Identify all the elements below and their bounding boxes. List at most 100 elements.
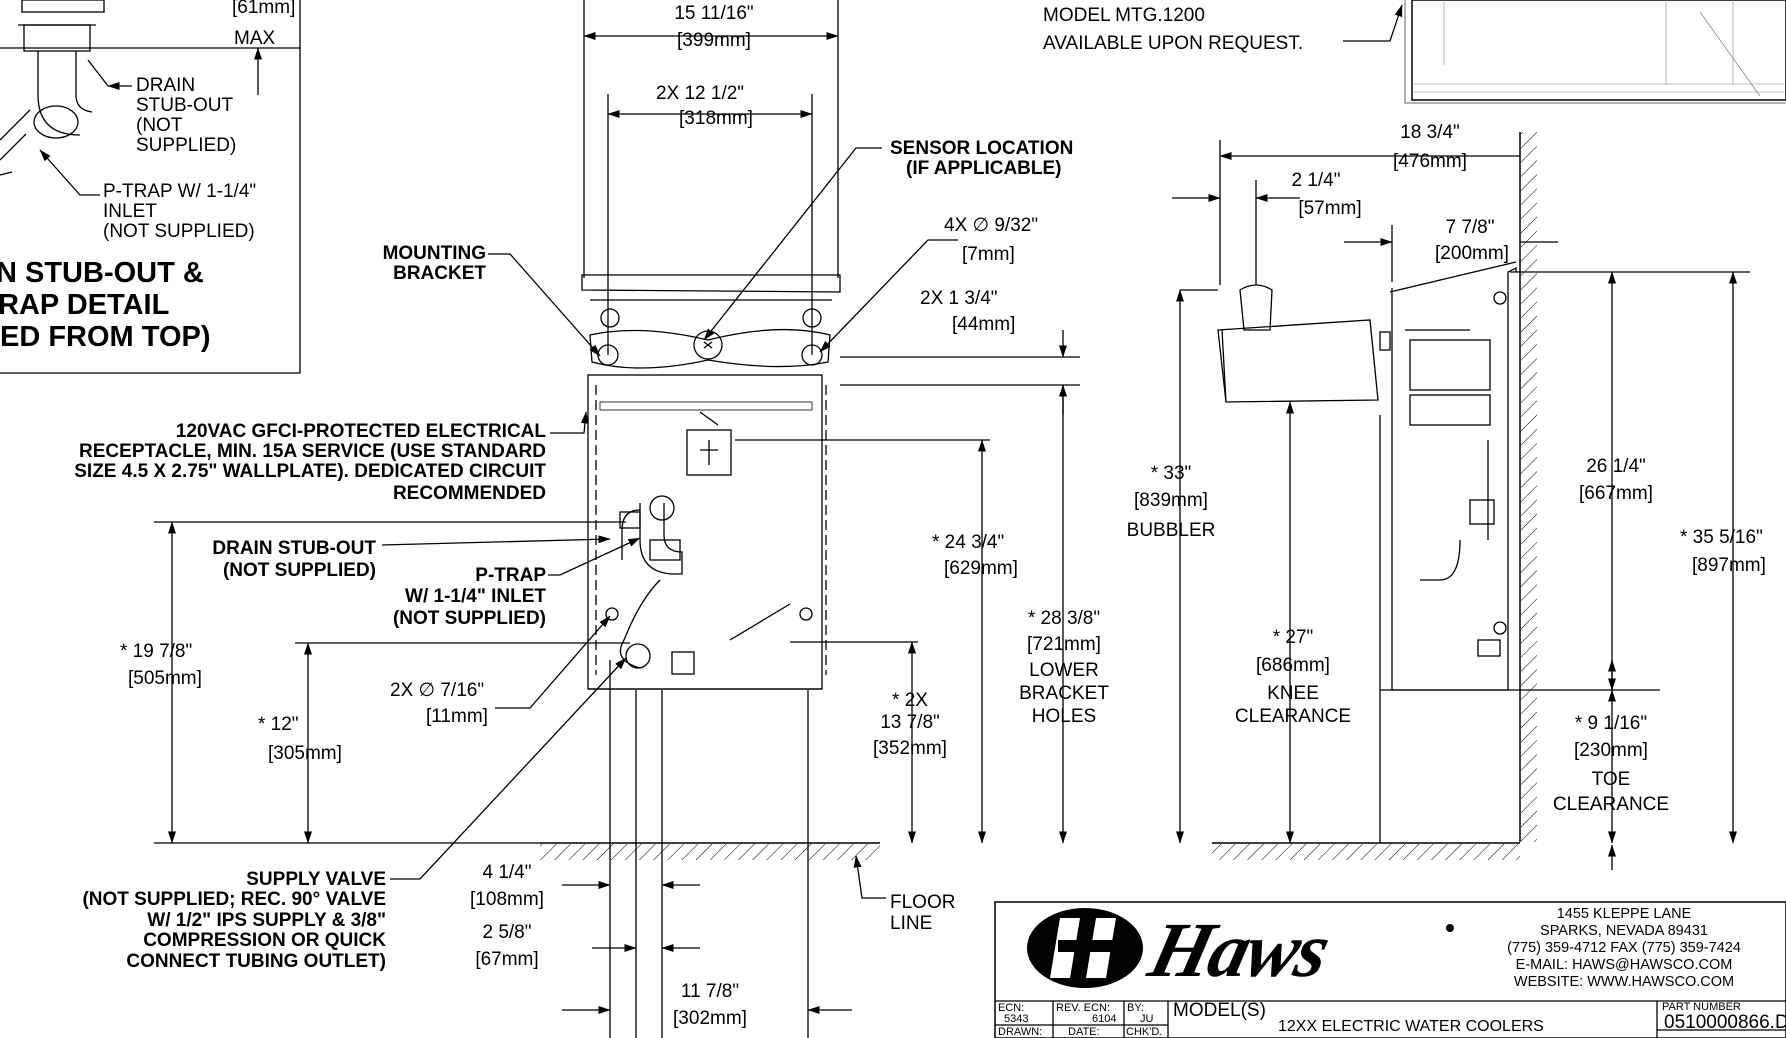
- dim-27: * 27": [1272, 627, 1314, 648]
- supply-valve-line5: CONNECT TUBING OUTLET): [126, 951, 386, 972]
- dim-414: 4 1/4": [482, 862, 532, 883]
- address-line4: E-MAIL: HAWS@HAWSCO.COM: [1515, 957, 1733, 973]
- dim-33-bubbler: BUBBLER: [1126, 520, 1216, 541]
- detail-title-line1: N STUB-OUT &: [0, 257, 204, 289]
- dim-1978: * 19 7/8": [120, 641, 193, 662]
- date-label: DATE:: [1068, 1026, 1100, 1038]
- dim-27-knee: KNEE: [1267, 683, 1319, 704]
- detail-drain-line2: STUB-OUT: [136, 95, 234, 116]
- haws-wordmark: Haws: [1141, 906, 1338, 993]
- dim-414-mm: [108mm]: [470, 889, 544, 910]
- part-number-label: PART NUMBER: [1662, 1001, 1741, 1013]
- dim-holes-318-mm: [318mm]: [679, 108, 753, 129]
- drawn-label: DRAWN:: [998, 1026, 1043, 1038]
- dim-778: 7 7/8": [1445, 217, 1495, 238]
- part-number-value: 0510000866.D: [1664, 1012, 1786, 1033]
- drain-stub-out-line1: DRAIN STUB-OUT: [212, 538, 376, 559]
- receptacle-line3: SIZE 4.5 X 2.75" WALLPLATE). DEDICATED C…: [74, 461, 546, 482]
- dim-1978-mm: [505mm]: [128, 668, 202, 689]
- sensor-label-line1: SENSOR LOCATION: [890, 138, 1074, 159]
- ecn-label: ECN:: [998, 1002, 1025, 1014]
- model-note-line2: AVAILABLE UPON REQUEST.: [1043, 33, 1304, 54]
- dim-1178-mm: [302mm]: [673, 1008, 747, 1029]
- detail-dim-61mm: [61mm]: [232, 0, 296, 18]
- detail-drain-line3: (NOT: [136, 115, 183, 136]
- sensor-label-line2: (IF APPLICABLE): [906, 158, 1062, 179]
- ptrap-line3: (NOT SUPPLIED): [392, 608, 546, 629]
- dim-27-clearance: CLEARANCE: [1234, 706, 1352, 727]
- rev-ecn-value: 6104: [1092, 1013, 1117, 1025]
- dim-214-mm: [57mm]: [1298, 198, 1362, 219]
- title-block-frame: [994, 901, 1786, 1038]
- dim-258-mm: [67mm]: [475, 949, 539, 970]
- supply-valve-line2: (NOT SUPPLIED; REC. 90° VALVE: [82, 889, 386, 910]
- dim-214: 2 1/4": [1291, 170, 1341, 191]
- dim-778-mm: [200mm]: [1435, 243, 1509, 264]
- front-view: [154, 0, 1080, 1038]
- supply-valve-line3: W/ 1/2" IPS SUPPLY & 3/8": [147, 910, 386, 931]
- models-value: 12XX ELECTRIC WATER COOLERS: [1278, 1018, 1544, 1035]
- dim-1378-mm: [352mm]: [873, 738, 947, 759]
- dim-9116-clearance: CLEARANCE: [1552, 794, 1670, 815]
- dim-9116-mm: [230mm]: [1574, 740, 1648, 761]
- dim-33: * 33": [1150, 463, 1192, 484]
- dim-2838: * 28 3/8": [1027, 608, 1101, 629]
- dim-2838-mm: [721mm]: [1027, 634, 1101, 655]
- dim-3516-mm: [897mm]: [1692, 555, 1766, 576]
- dim-33-mm: [839mm]: [1134, 490, 1208, 511]
- dim-27-mm: [686mm]: [1256, 655, 1330, 676]
- address-line1: 1455 KLEPPE LANE: [1556, 906, 1692, 922]
- dim-width-399: 15 11/16": [674, 3, 754, 24]
- supply-valve-line4: COMPRESSION OR QUICK: [143, 930, 386, 951]
- haws-logo-mark: [1027, 908, 1454, 988]
- ecn-value: 5343: [1004, 1013, 1029, 1025]
- detail-max-label: MAX: [234, 28, 276, 49]
- floor-line-label1: FLOOR: [890, 892, 956, 913]
- side-view: [1172, 132, 1750, 870]
- detail-ptrap-line1: P-TRAP W/ 1-1/4": [103, 181, 257, 202]
- dim-2614-mm: [667mm]: [1579, 483, 1653, 504]
- dim-12-mm: [305mm]: [268, 743, 342, 764]
- dim-1378: 13 7/8": [880, 712, 940, 733]
- model-note-line1: MODEL MTG.1200: [1043, 5, 1205, 26]
- dim-2434-mm: [629mm]: [944, 558, 1018, 579]
- dim-1378-2x: * 2X: [892, 690, 928, 711]
- dim-134-mm: [44mm]: [952, 314, 1016, 335]
- detail-title-line3: ED FROM TOP): [0, 321, 211, 353]
- address-line5: WEBSITE: WWW.HAWSCO.COM: [1513, 974, 1735, 990]
- ptrap-line1: P-TRAP: [475, 565, 546, 586]
- drain-stub-out-line2: (NOT SUPPLIED): [222, 560, 376, 581]
- receptacle-line2: RECEPTACLE, MIN. 15A SERVICE (USE STANDA…: [79, 441, 546, 462]
- supply-valve-line1: SUPPLY VALVE: [246, 869, 386, 890]
- mounting-bracket-line2: BRACKET: [393, 263, 486, 284]
- dim-2838-lower: LOWER: [1029, 660, 1099, 681]
- dim-holes-932: 4X ∅ 9/32": [944, 215, 1039, 236]
- rev-ecn-label: REV. ECN:: [1056, 1002, 1111, 1014]
- dim-2614: 26 1/4": [1586, 456, 1646, 477]
- dim-width-399-mm: [399mm]: [677, 30, 751, 51]
- detail-ptrap-line3: (NOT SUPPLIED): [103, 221, 255, 242]
- models-label: MODEL(S): [1173, 1000, 1266, 1021]
- dim-holes-932-mm: [7mm]: [962, 244, 1015, 265]
- dim-9116-toe: TOE: [1591, 769, 1631, 790]
- dim-2838-holes: HOLES: [1031, 706, 1097, 727]
- installation-card-inset: [1343, 0, 1786, 104]
- mounting-bracket-line1: MOUNTING: [382, 243, 486, 264]
- dim-2434: * 24 3/4": [932, 532, 1005, 553]
- address-line2: SPARKS, NEVADA 89431: [1540, 923, 1708, 939]
- dim-134: 2X 1 3/4": [920, 288, 998, 309]
- detail-box: [0, 0, 301, 374]
- dim-2838-bracket: BRACKET: [1019, 683, 1109, 704]
- dim-9116: * 9 1/16": [1574, 713, 1648, 734]
- address-line3: (775) 359-4712 FAX (775) 359-7424: [1507, 940, 1741, 956]
- dim-holes-716: 2X ∅ 7/16": [390, 680, 485, 701]
- dim-1834: 18 3/4": [1400, 122, 1460, 143]
- dim-3516: * 35 5/16": [1680, 527, 1763, 548]
- by-value: JU: [1140, 1013, 1154, 1025]
- floor-line-label2: LINE: [890, 913, 933, 934]
- by-label: BY:: [1127, 1002, 1145, 1014]
- detail-title-line2: RAP DETAIL: [0, 289, 170, 321]
- detail-ptrap-line2: INLET: [103, 201, 157, 222]
- receptacle-line4: RECOMMENDED: [392, 483, 546, 504]
